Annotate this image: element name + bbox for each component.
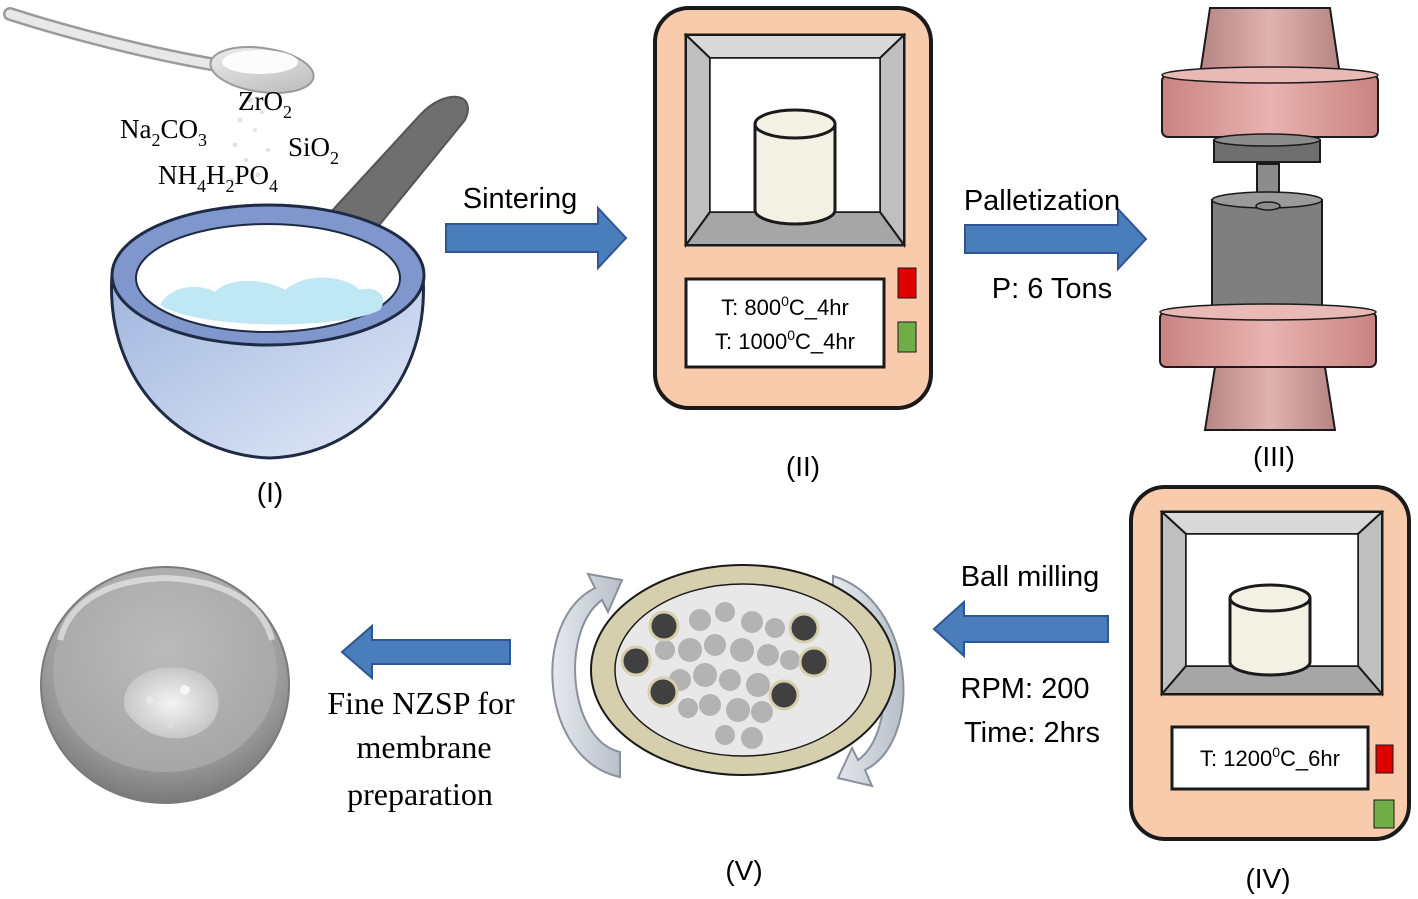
arrow-sintering: Sintering [445,183,628,271]
falling-powder [230,97,270,182]
nzsp-powder [124,667,219,739]
indicator-green-icon [897,321,917,353]
stage-2-furnace: T: 8000C_4hr T: 10000C_4hr (II) [653,6,933,482]
final-powder-crucible [40,566,290,804]
pressure-label: P: 6 Tons [992,273,1112,305]
chem-sio2: SiO2 [288,132,339,168]
stage-3-press: (III) [1159,7,1379,472]
chem-zro2: ZrO2 [238,86,292,122]
arrow-ball-milling: Ball milling RPM: 200 Time: 2hrs [932,561,1109,749]
mortar-bowl-icon [110,203,426,460]
crucible-icon [1228,583,1312,677]
rpm-label: RPM: 200 [961,673,1090,705]
milling-balls [620,610,830,711]
stage-3-label: (III) [1253,441,1295,472]
chem-nh4h2po4: NH4H2PO4 [158,160,278,196]
indicator-red-icon [897,267,917,299]
arrow-palletization: Palletization P: 6 Tons [964,185,1148,305]
stage-2-label: (II) [786,451,820,482]
palletization-label: Palletization [964,185,1120,217]
crucible-icon [753,108,837,226]
final-line-2: membrane [356,729,491,765]
furnace-temp-2: T: 10000C_4hr [715,327,855,354]
stage-1-mortar: ZrO2 Na2CO3 SiO2 NH4H2PO4 (I) [3,7,469,508]
time-label: Time: 2hrs [964,717,1100,749]
arrow-final: Fine NZSP for membrane preparation [327,623,515,812]
stage-1-label: (I) [257,477,283,508]
ball-milling-label: Ball milling [961,561,1100,593]
milling-media [655,602,800,749]
final-line-3: preparation [347,776,493,812]
furnace-temp-3: T: 12000C_6hr [1200,744,1340,771]
final-line-1: Fine NZSP for [327,685,515,721]
sintering-label: Sintering [463,183,577,215]
stage-5-ball-mill: (V) [551,564,905,886]
stage-4-furnace: T: 12000C_6hr (IV) [1129,485,1411,894]
stage-4-label: (IV) [1245,863,1290,894]
stage-5-label: (V) [725,855,762,886]
pellet-disc-icon [1213,133,1321,163]
chem-na2co3: Na2CO3 [120,114,207,150]
spoon-icon [3,7,315,94]
rotate-arrow-left-icon [551,572,624,779]
indicator-red-icon [1375,744,1394,774]
furnace-temp-1: T: 8000C_4hr [721,293,849,320]
indicator-green-icon [1373,799,1395,829]
